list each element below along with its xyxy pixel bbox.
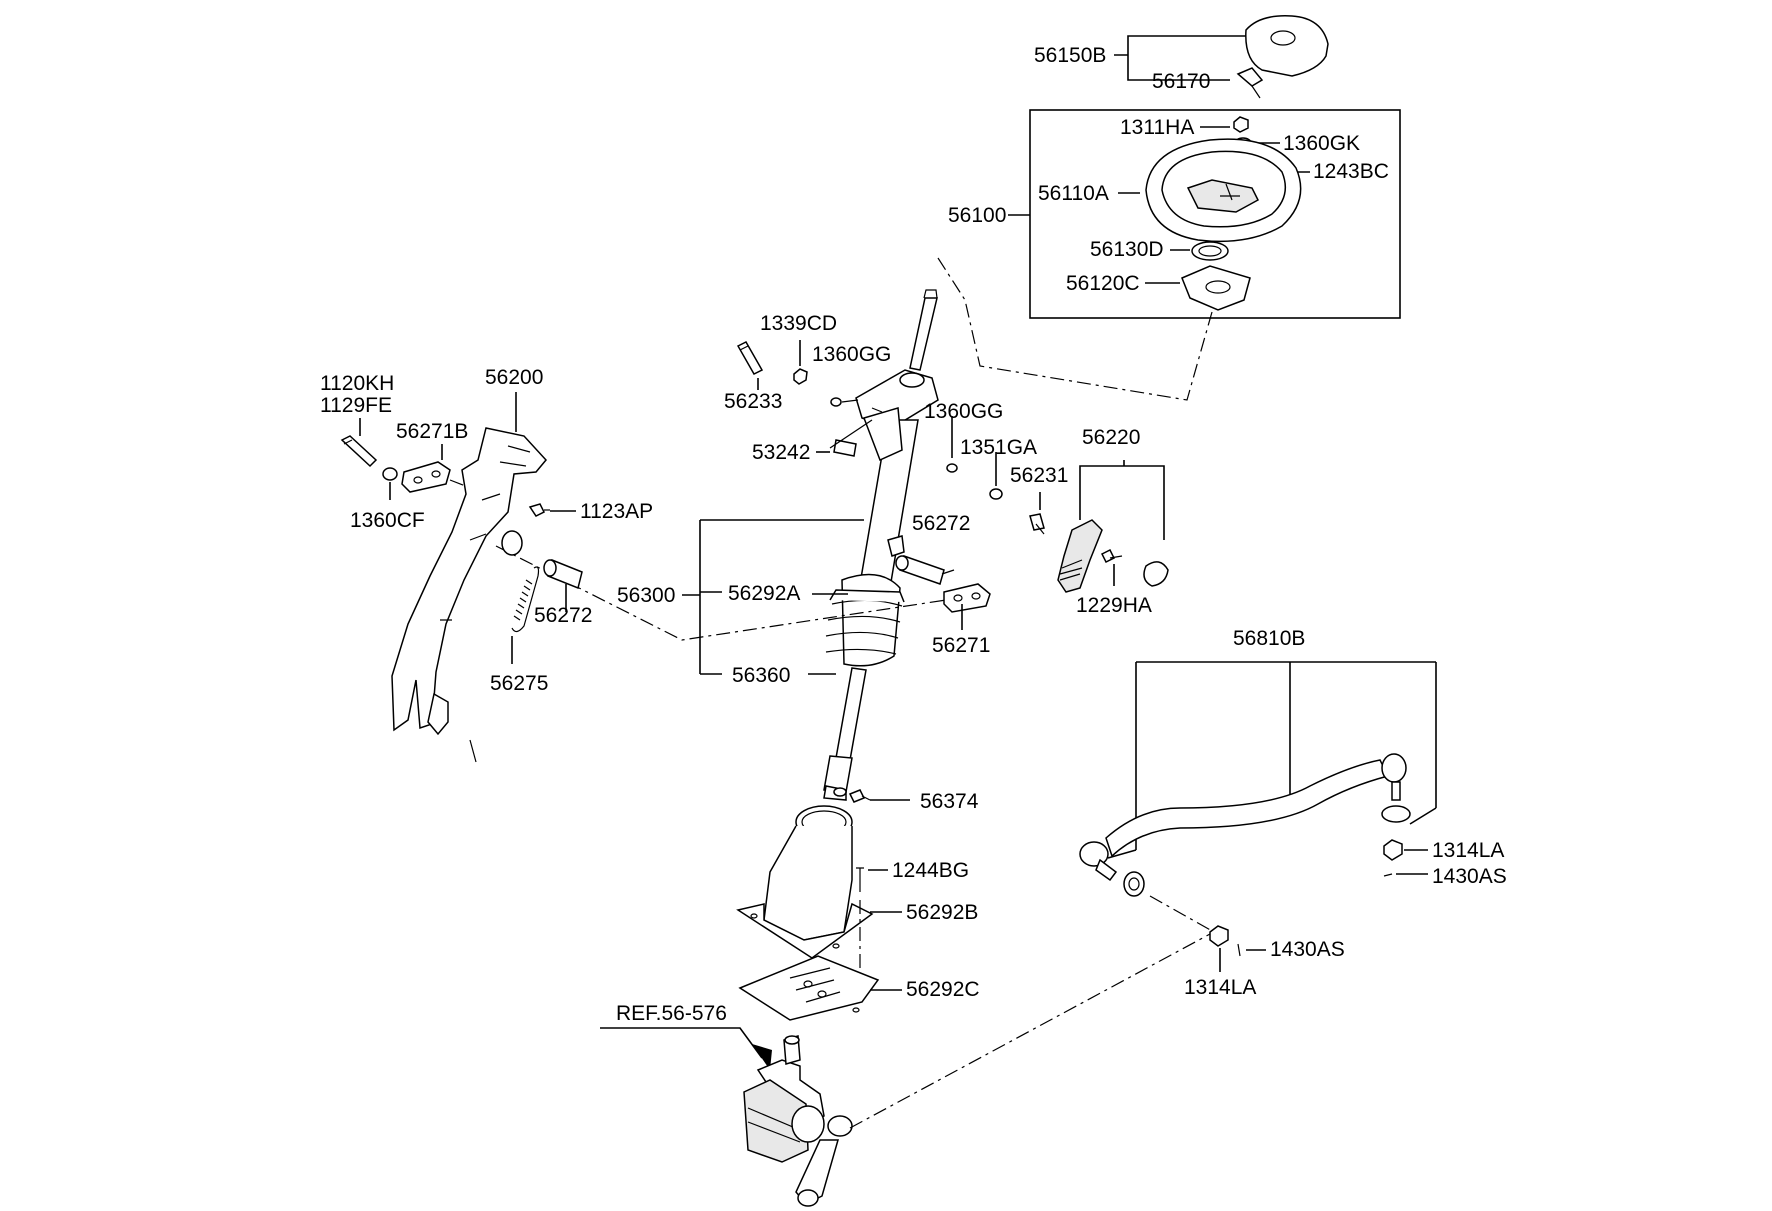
- label-1244BG[interactable]: 1244BG: [892, 859, 969, 882]
- hub-nut: [1233, 116, 1249, 133]
- label-56220[interactable]: 56220: [1082, 426, 1140, 449]
- lever-cap: [1143, 561, 1169, 587]
- label-56275[interactable]: 56275: [490, 672, 548, 695]
- label-56272-b[interactable]: 56272: [534, 604, 592, 627]
- nut-1314LA-right: [1383, 839, 1403, 861]
- screw-1244BG: [856, 867, 864, 892]
- bolt-56374: [848, 789, 866, 803]
- label-56231[interactable]: 56231: [1010, 464, 1068, 487]
- boot-56292B: [736, 805, 874, 959]
- drag-link-tube: [1105, 759, 1390, 858]
- label-1243BC[interactable]: 1243BC: [1313, 160, 1389, 183]
- lever-screw: [1029, 513, 1045, 531]
- label-56300[interactable]: 56300: [617, 584, 675, 607]
- label-1120KH[interactable]: 1120KH: [320, 372, 394, 395]
- clip-56271B: [401, 461, 451, 493]
- label-56110A[interactable]: 56110A: [1038, 182, 1109, 205]
- lower-shaft: [835, 667, 867, 761]
- ref-arrow: [752, 1044, 772, 1070]
- steering-gear-box: [743, 1035, 853, 1207]
- label-53242[interactable]: 53242: [752, 441, 810, 464]
- steering-wheel-box: [1029, 109, 1401, 319]
- airbag-cover: [1245, 15, 1329, 77]
- dust-cap-right: [1381, 805, 1411, 823]
- label-1360GG-a[interactable]: 1360GG: [812, 343, 891, 366]
- plate-56292C: [738, 955, 880, 1021]
- bracket-56200: [391, 427, 547, 732]
- washer-1360CF: [382, 467, 398, 481]
- column-nut-a: [793, 368, 808, 385]
- label-1351GA[interactable]: 1351GA: [960, 436, 1037, 459]
- label-56200[interactable]: 56200: [485, 366, 543, 389]
- column-boot: [825, 573, 905, 667]
- bracket-56200-group: 1120KH 1129FE 1360CF 56271B 56200 1123AP…: [320, 366, 653, 763]
- steering-wheel-group: 56100 1311HA 1360GK 1243BC 56110A 56130D…: [948, 109, 1401, 319]
- column-washer-a: [830, 397, 842, 407]
- label-1339CD[interactable]: 1339CD: [760, 312, 837, 335]
- airbag-emblem: [1270, 30, 1296, 46]
- contact-ring: [1191, 241, 1229, 261]
- lever-bolt: [1100, 548, 1116, 564]
- tie-rod-end-right: [1381, 753, 1407, 783]
- airbag-module-group: 56150B 56170: [1034, 15, 1329, 99]
- label-1430AS-b[interactable]: 1430AS: [1270, 938, 1345, 961]
- label-1123AP[interactable]: 1123AP: [580, 500, 653, 523]
- label-1314LA-a[interactable]: 1314LA: [1432, 839, 1504, 862]
- steering-column-group: [823, 289, 939, 801]
- label-1229HA[interactable]: 1229HA: [1076, 594, 1152, 617]
- label-56272-a[interactable]: 56272: [912, 512, 970, 535]
- label-1311HA[interactable]: 1311HA: [1120, 116, 1194, 139]
- label-1360GG-b[interactable]: 1360GG: [924, 400, 1003, 423]
- spring-56275: [511, 566, 540, 633]
- upper-shaft: [909, 297, 938, 371]
- label-56292B[interactable]: 56292B: [906, 901, 978, 924]
- pin-1430AS: [1237, 943, 1241, 957]
- label-56360[interactable]: 56360: [732, 664, 790, 687]
- column-nut-b: [989, 488, 1003, 500]
- label-56810B[interactable]: 56810B: [1233, 627, 1305, 650]
- column-washer-b: [946, 463, 958, 473]
- label-56100[interactable]: 56100: [948, 204, 1006, 227]
- label-56130D[interactable]: 56130D: [1090, 238, 1164, 261]
- clock-spring-plate: [1181, 265, 1251, 311]
- tilt-lever-group: 56220 56231 1229HA: [1010, 426, 1169, 617]
- label-56120C[interactable]: 56120C: [1066, 272, 1140, 295]
- label-1360GK[interactable]: 1360GK: [1283, 132, 1360, 155]
- label-1314LA-b[interactable]: 1314LA: [1184, 976, 1256, 999]
- screw-1123AP: [528, 503, 546, 517]
- nut-1314LA-left: [1209, 925, 1229, 947]
- label-56374[interactable]: 56374: [920, 790, 979, 813]
- label-56292C[interactable]: 56292C: [906, 978, 980, 1001]
- label-56271B[interactable]: 56271B: [396, 420, 468, 443]
- airbag-clip: [1236, 67, 1264, 87]
- label-56150B[interactable]: 56150B: [1034, 44, 1106, 67]
- column-bolt: [736, 341, 764, 390]
- label-1430AS-a[interactable]: 1430AS: [1432, 865, 1507, 888]
- bolt-1120KH: [340, 435, 378, 468]
- bracket-pivot: [501, 530, 523, 556]
- label-56170[interactable]: 56170: [1152, 70, 1210, 93]
- label-ref-56-576[interactable]: REF.56-576: [616, 1002, 727, 1025]
- label-56292A[interactable]: 56292A: [728, 582, 800, 605]
- label-56233[interactable]: 56233: [724, 390, 782, 413]
- drag-link-group: 56810B 1314LA 1430AS 1314LA 1430AS: [1079, 627, 1507, 999]
- clip-56271: [943, 583, 991, 613]
- bush-53242: [833, 439, 857, 457]
- label-56271[interactable]: 56271: [932, 634, 990, 657]
- dust-cap-left: [1123, 871, 1145, 897]
- tilt-lever: [1057, 519, 1103, 593]
- label-1360CF[interactable]: 1360CF: [350, 509, 425, 532]
- steering-wheel: [1145, 138, 1302, 243]
- label-1129FE[interactable]: 1129FE: [320, 394, 392, 417]
